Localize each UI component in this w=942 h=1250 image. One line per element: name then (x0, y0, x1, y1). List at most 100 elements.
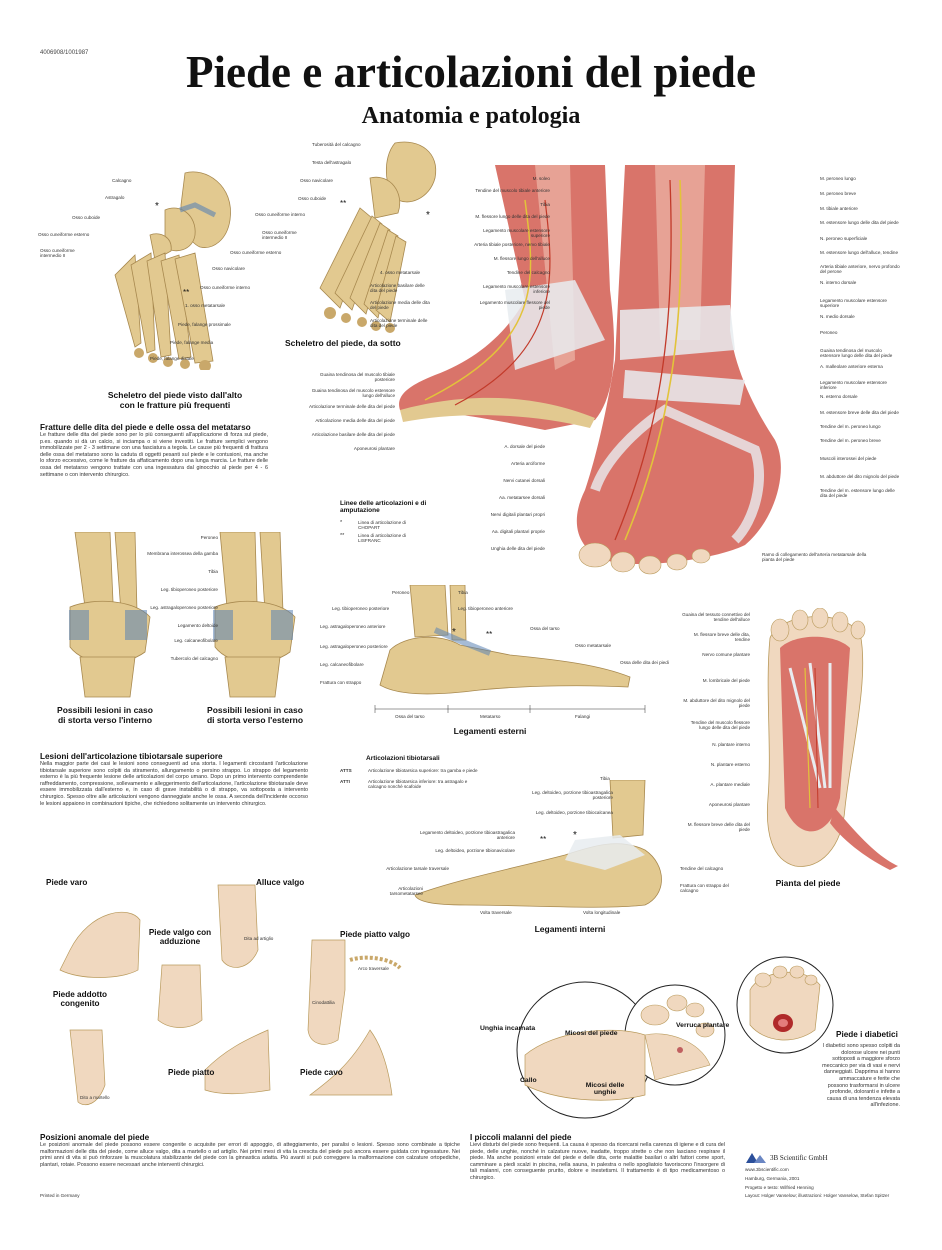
fig3-label: Tendine del m. peroneo breve (820, 438, 881, 443)
publisher-location: Hamburg, Germania, 2001 (745, 1176, 800, 1181)
fig1-label: Osso cuneiforme intermedio II (40, 248, 75, 258)
fig3-label: Articolazione terminale delle dita del p… (308, 404, 395, 409)
fig5-caption: Legamenti esterni (453, 726, 527, 736)
fig3-label: Guaina tendinosa del muscolo tibiale pos… (319, 372, 395, 382)
fig3-label: Arteria arciforme (511, 461, 545, 466)
fig7-label: Leg. deltoideo, porzione tibionavicolare (435, 848, 515, 853)
fig2-label: Osso cuboide (298, 196, 327, 201)
project-credits: Progetto e testo: Wilfried Henning (745, 1185, 814, 1190)
fig3-label: Guaina tendinosa del muscolo estensore l… (820, 348, 893, 358)
publisher-logo: 3B Scientific GmbH (745, 1152, 828, 1164)
fig3-label: Peroneo (820, 330, 838, 335)
fig7-label: Leg. deltoideo, porzione tibiocalcanea (535, 810, 613, 815)
publisher-website: www.3bscientific.com (745, 1167, 789, 1172)
fig5-label: Ossa delle dita dei piedi (620, 660, 669, 665)
skeleton-bottom-view-illustration: ** * (319, 141, 437, 333)
foot-muscles-nerves-illustration (399, 165, 781, 575)
page-title: Piede e articolazioni del piede (186, 47, 756, 97)
fig5-label: Leg. tibioperoneo posteriore (332, 606, 390, 611)
amputation-legend-title: Linee delle articolazioni e di amputazio… (340, 500, 427, 514)
ailment-label: Micosi del piede (565, 1030, 618, 1037)
fig4-label: Tibia (208, 569, 218, 574)
deformity-label: Piede addotto congenito (52, 990, 108, 1008)
fig1-label: Osso cuneiforme interno (200, 285, 251, 290)
deformity-small-label: Dita ad artiglio (244, 936, 274, 941)
fig3-left-lower-labels: Guaina tendinosa del muscolo tibiale pos… (300, 372, 395, 456)
deformity-label: Piede piatto valgo (340, 930, 411, 939)
fig6-label: Tendine del muscolo flessore lungo delle… (690, 720, 750, 730)
3b-logo-icon (746, 1153, 766, 1163)
tibiotarsal-section: Lesioni dell'articolazione tibiotarsale … (40, 752, 308, 807)
tibiotarsal-text: Nella maggior parte dei casi le lesioni … (40, 761, 308, 807)
fig3-left-bottom-labels: A. dorsale del piede Arteria arciforme N… (470, 444, 545, 563)
amputation-legend-item: * Linea di articolazione di CHOPART (340, 520, 407, 530)
fig2-label: Osso cuneiforme interno (255, 212, 306, 217)
fig3-label: M. estensore lungo delle dita del piede (820, 220, 899, 225)
fig3-label: M. abduttore del dito mignolo del piede (820, 474, 900, 479)
fig5-label: Peroneo (392, 590, 410, 595)
svg-text:**: ** (340, 199, 346, 208)
diabetes-heading: Piede i diabetici (836, 1030, 898, 1039)
deformity-small-label: Cinodattilia (312, 1000, 335, 1005)
fig3-label: Arteria tibiale posteriore, nervo tibial… (474, 242, 550, 247)
fig5-bracket-label: Metatarso (480, 714, 501, 719)
diabetes-text: I diabetici sono spesso colpiti da dolor… (822, 1043, 900, 1109)
fig3-label: Guaina tendinosa del muscolo estensore l… (311, 388, 395, 398)
fig6-label: M. abduttore del dito mignolo del piede (683, 698, 750, 708)
fig5-label: Leg. calcaneofibolare (320, 662, 364, 667)
fig4-caption-left: Possibili lesioni in caso di storta vers… (57, 705, 153, 725)
fig1-label: Osso cuneiforme esterno (38, 232, 90, 237)
svg-text:**: ** (183, 288, 189, 297)
fig1-caption: Scheletro del piede visto dall'alto con … (107, 390, 243, 410)
deformities-heading: Posizioni anomale del piede (40, 1133, 150, 1142)
fig3-label: Nervi digitali plantari propri (490, 512, 545, 517)
ailment-label: Callo (520, 1077, 537, 1084)
fig3-label: M. peroneo breve (820, 191, 857, 196)
external-ligaments-illustration: * ** (374, 585, 646, 713)
svg-text:*: * (426, 210, 430, 221)
fig7-label: Frattura con strappo del calcagno (680, 883, 729, 893)
fig3-label: Nervi cutanei dorsali (503, 478, 545, 483)
fig5-label: Osso metatarsale (575, 643, 611, 648)
fig3-label: M. peroneo lungo (820, 176, 856, 181)
fig6-label: N. plantare esterno (710, 762, 750, 767)
fig4-labels: Peroneo Membrana interossea della gamba … (138, 535, 218, 666)
illustration-credits: Layout: Holger Vanselow; illustrazioni: … (745, 1193, 890, 1198)
publisher-name: 3B Scientific GmbH (770, 1154, 828, 1162)
fig3-label: N. interno dorsale (820, 280, 857, 285)
fig3-label: N. medio dorsale (820, 314, 855, 319)
fig5-label: Leg. astragaloperoneo posteriore (320, 644, 388, 649)
sole-of-foot-illustration (767, 608, 898, 870)
deformities-section: Posizioni anomale del piede Le posizioni… (40, 1133, 460, 1168)
skeleton-top-view-illustration: * ** (114, 171, 231, 370)
deformities-text: Le posizioni anomale del piede possono e… (40, 1142, 460, 1168)
fig3-label: Legamento muscolare estensore superiore (820, 298, 887, 308)
svg-text:**: ** (486, 630, 492, 639)
fig3-label: Aa. metatarsee dorsali (499, 495, 545, 500)
svg-text:*: * (452, 627, 456, 638)
fig3-label: M. estensore breve delle dita del piede (820, 410, 899, 415)
fractures-heading: Fratture delle dita del piede e delle os… (40, 423, 251, 432)
foot-deformities-illustration (59, 884, 402, 1106)
fig2-caption: Scheletro del piede, da sotto (285, 338, 401, 348)
printed-note: Printed in Germany (40, 1193, 80, 1198)
fig4-label: Leg. astragaloperoneo posteriore (150, 605, 218, 610)
fig5-bracket-label: Falangi (575, 714, 591, 719)
fig3-label: Articolazione basilare delle dita del pi… (311, 432, 395, 437)
deformity-label: Piede piatto (168, 1068, 215, 1077)
fig3-label: M. flessore lungo dell'alluce (493, 256, 550, 261)
fig6-label: Nervo comune plantare (702, 652, 750, 657)
fig6-label: A. plantare mediale (710, 782, 750, 787)
joints-table: Articolazioni tibiotarsali ATTS Articola… (340, 755, 480, 789)
deformity-small-label: Arco traversale (358, 966, 389, 971)
fig3-label: Aa. digitali plantari proprie (491, 529, 545, 534)
fig2-label: Osso navicolare (300, 178, 333, 183)
fig7-label: Volta traversale (480, 910, 512, 915)
page-subtitle: Anatomia e patologia (361, 103, 581, 129)
fig3-label: A. dorsale del piede (504, 444, 545, 449)
diabetic-foot-illustration (736, 956, 834, 1054)
fig3-label: Unghia delle dita del piede (490, 546, 545, 551)
fig3-label: Aponeurosi plantare (353, 446, 395, 451)
fig1-label: Osso navicolare (212, 266, 245, 271)
fig2-label: 4. osso metatarsale (380, 270, 421, 275)
